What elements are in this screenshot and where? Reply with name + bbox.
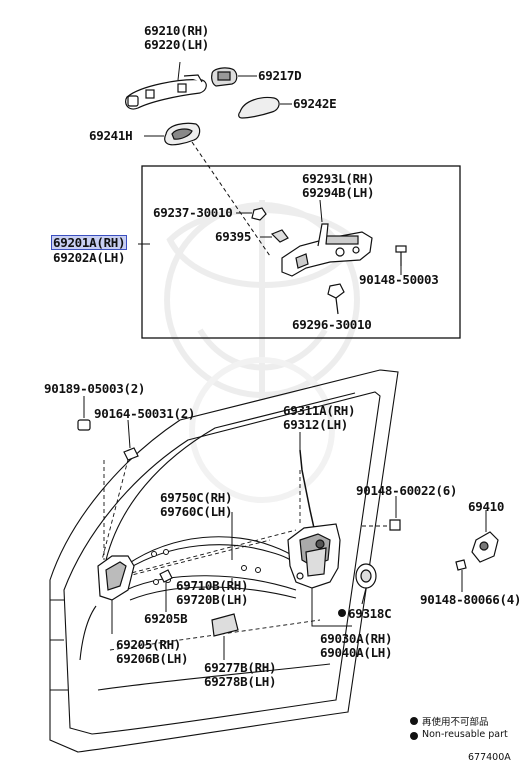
label-69210: 69210(RH) [144,23,210,38]
legend-text-en: Non-reusable part [422,729,508,740]
legend-dot-en [410,732,418,740]
retainer-clip-part [77,419,91,431]
label-69312: 69312(LH) [283,417,349,432]
door-panel-outline [49,369,399,753]
cable-clip-b [163,549,169,555]
label-69750c: 69750C(RH) [160,490,233,505]
handle-cap-part [211,67,238,87]
handle-gasket-part [164,122,201,146]
cable-clip-e [153,579,159,585]
striker-part [471,531,499,563]
label-69278b: 69278B(LH) [204,674,277,689]
label-69760c: 69760C(LH) [160,504,233,519]
screw-part [123,447,139,461]
cable-clip-c [241,565,247,571]
label-69040a: 69040A(LH) [320,645,393,660]
frame-screw-lower-part [327,283,345,315]
striker-screw-part [455,559,467,571]
frame-screw-part [251,207,267,221]
label-69293l: 69293L(RH) [302,171,375,186]
label-69030a: 69030A(RH) [320,631,393,646]
label-90189: 90189-05003(2) [44,381,146,396]
frame-bolt-part [395,245,407,266]
figure-id: 677400A [468,752,511,763]
label-69720b: 69720B(LH) [176,592,249,607]
inside-handle-part [97,555,135,601]
handle-pad-part [238,96,280,119]
label-69318c: 69318C [348,606,392,621]
door-lock-assembly-part [287,523,341,589]
legend-text-jp: 再使用不可部品 [422,717,489,728]
grommet-part [270,229,289,243]
label-69220: 69220(LH) [144,37,210,52]
outside-handle-part [125,74,207,110]
label-69201a-highlighted[interactable]: 69201A(RH) [50,235,128,250]
handle-assembly-frame [141,165,461,339]
label-90148-50003: 90148-50003 [359,272,439,287]
label-69205b: 69205B [144,611,188,626]
label-69206b: 69206B(LH) [116,651,189,666]
protector-part [211,613,239,637]
lock-screw-part [389,519,401,531]
cable-clip-d [255,567,261,573]
legend-dot-jp [410,717,418,725]
label-69311a: 69311A(RH) [283,403,356,418]
label-69217d: 69217D [258,68,302,83]
label-90148-80066: 90148-80066(4) [420,592,522,607]
label-69410: 69410 [468,499,505,514]
lock-cover-part [355,563,377,589]
label-69202a: 69202A(LH) [53,250,126,265]
cable-clip-a [151,551,157,557]
label-90148-60022: 90148-60022(6) [356,483,458,498]
handle-frame-part [281,223,373,277]
label-90164: 90164-50031(2) [94,406,196,421]
label-69710b: 69710B(RH) [176,578,249,593]
label-69294b: 69294B(LH) [302,185,375,200]
label-69237: 69237-30010 [153,205,233,220]
lock-rod-part [299,449,315,529]
label-69205: 69205(RH) [116,637,182,652]
watermark-emblem [164,200,360,503]
label-69242e: 69242E [293,96,337,111]
non-reusable-mark [338,609,346,617]
inside-handle-clip-part [159,569,173,583]
label-69277b: 69277B(RH) [204,660,277,675]
label-69241h: 69241H [89,128,133,143]
label-69395: 69395 [215,229,252,244]
label-69296: 69296-30010 [292,317,372,332]
